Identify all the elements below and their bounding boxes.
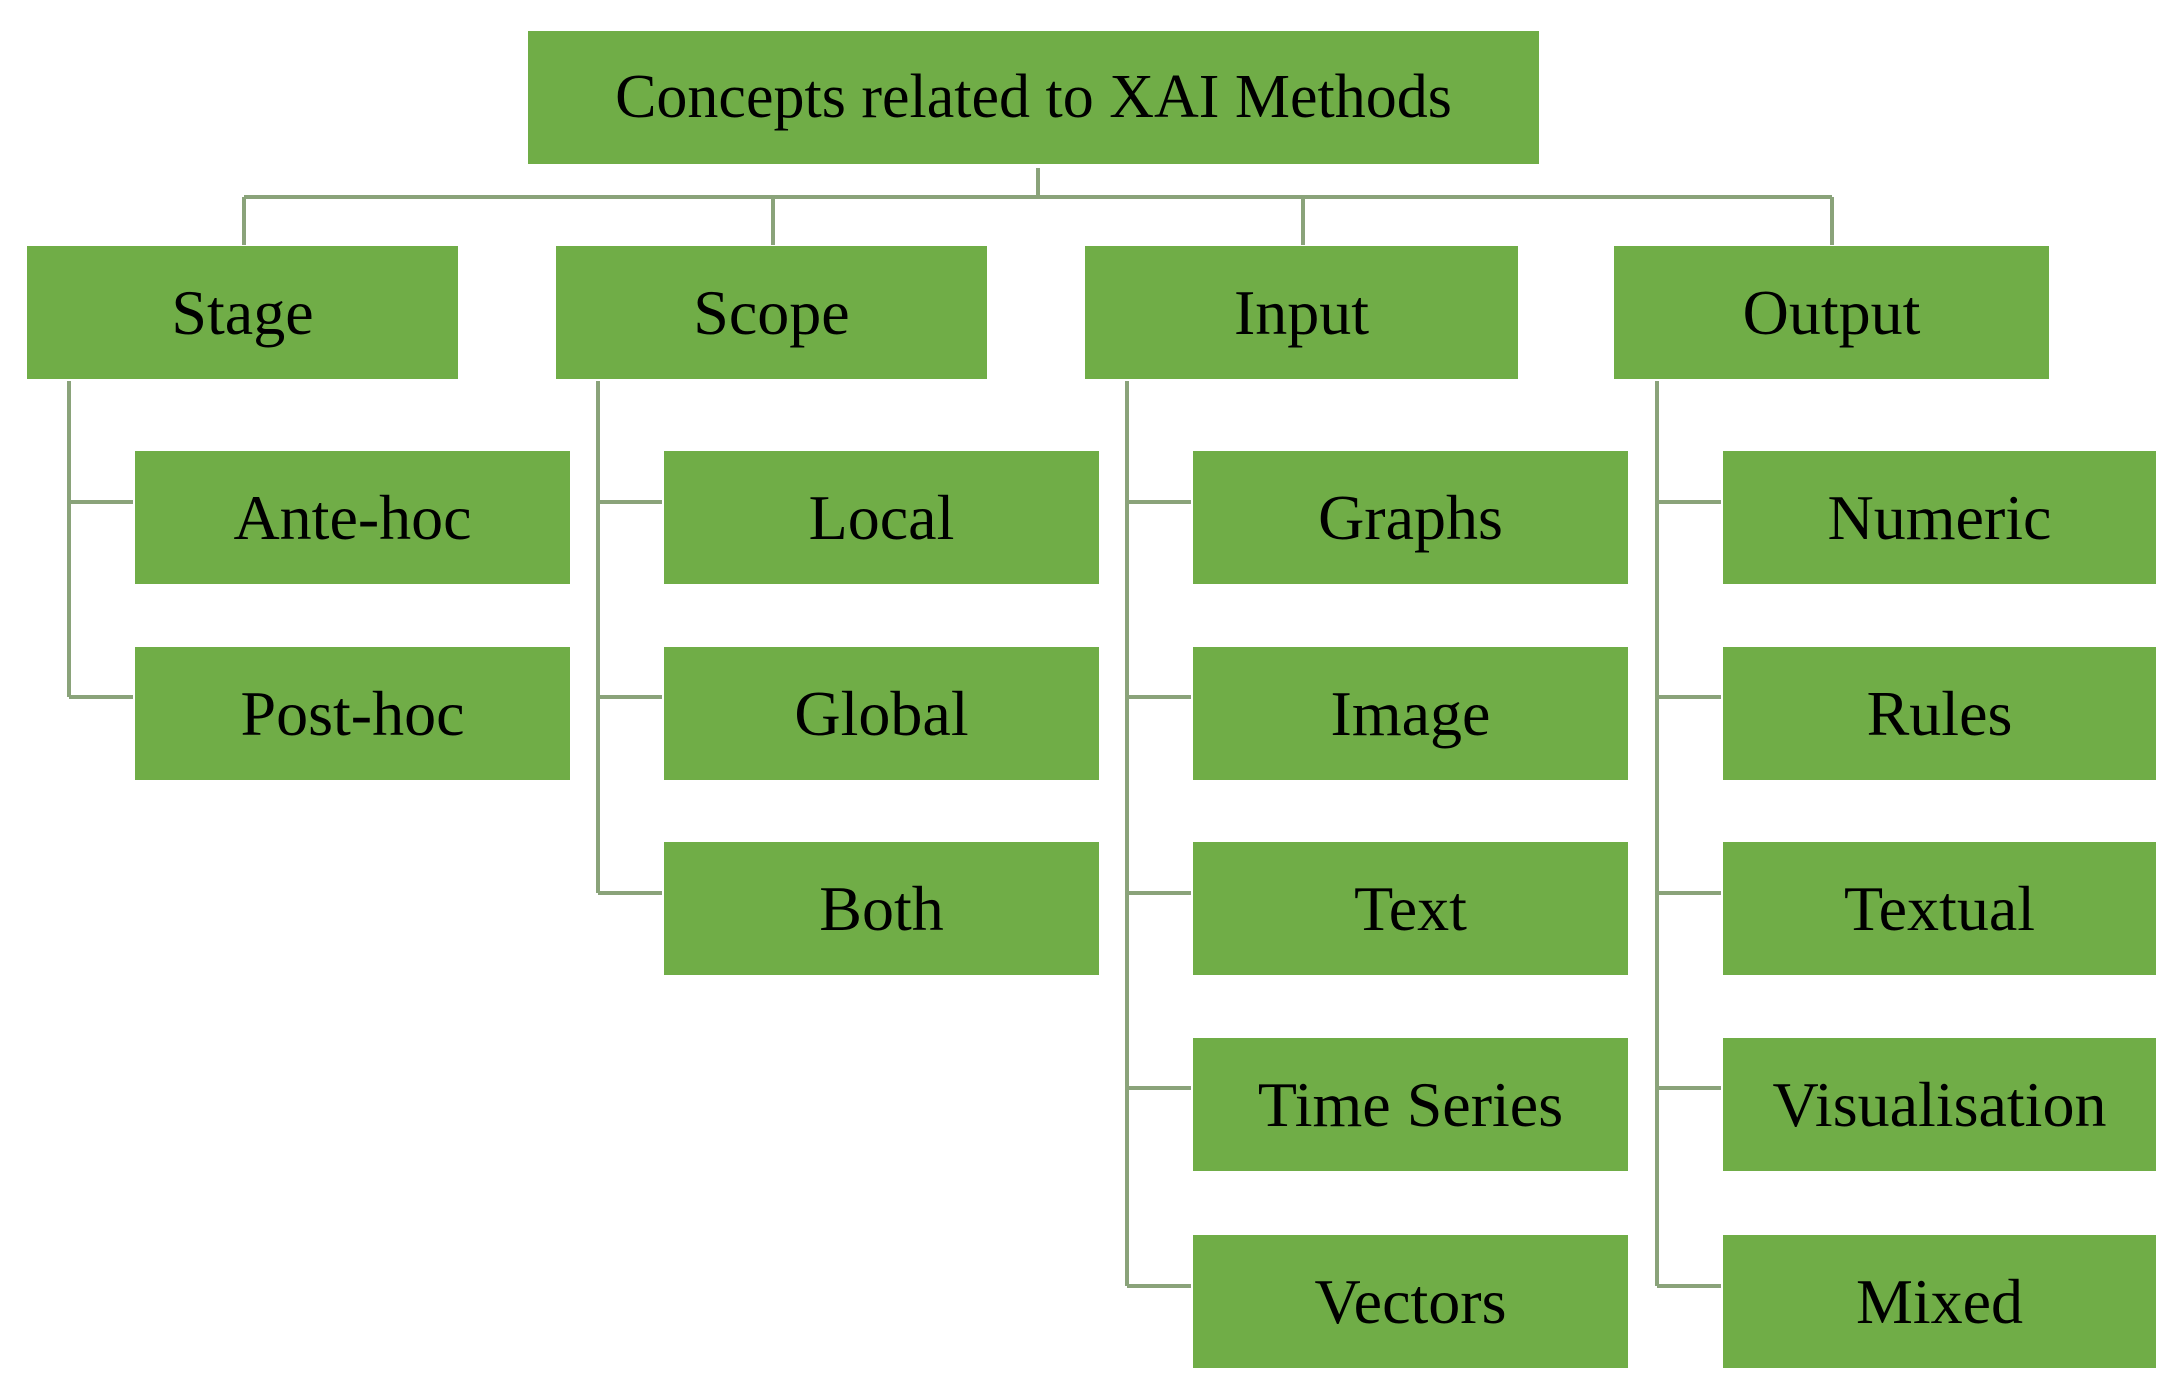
- leaf-node-mixed: Mixed: [1723, 1235, 2156, 1368]
- leaf-node-local: Local: [664, 451, 1099, 584]
- leaf-node-textual: Textual: [1723, 842, 2156, 975]
- leaf-node-visualisation: Visualisation: [1723, 1038, 2156, 1171]
- category-node-scope: Scope: [556, 246, 987, 379]
- leaf-node-time-series: Time Series: [1193, 1038, 1628, 1171]
- leaf-node-rules: Rules: [1723, 647, 2156, 780]
- leaf-node-graphs: Graphs: [1193, 451, 1628, 584]
- leaf-node-global: Global: [664, 647, 1099, 780]
- leaf-node-ante-hoc: Ante-hoc: [135, 451, 570, 584]
- leaf-node-text: Text: [1193, 842, 1628, 975]
- leaf-node-image: Image: [1193, 647, 1628, 780]
- leaf-node-both: Both: [664, 842, 1099, 975]
- leaf-node-numeric: Numeric: [1723, 451, 2156, 584]
- category-node-stage: Stage: [27, 246, 458, 379]
- leaf-node-vectors: Vectors: [1193, 1235, 1628, 1368]
- root-node: Concepts related to XAI Methods: [528, 31, 1539, 164]
- leaf-node-post-hoc: Post-hoc: [135, 647, 570, 780]
- category-node-output: Output: [1614, 246, 2049, 379]
- category-node-input: Input: [1085, 246, 1518, 379]
